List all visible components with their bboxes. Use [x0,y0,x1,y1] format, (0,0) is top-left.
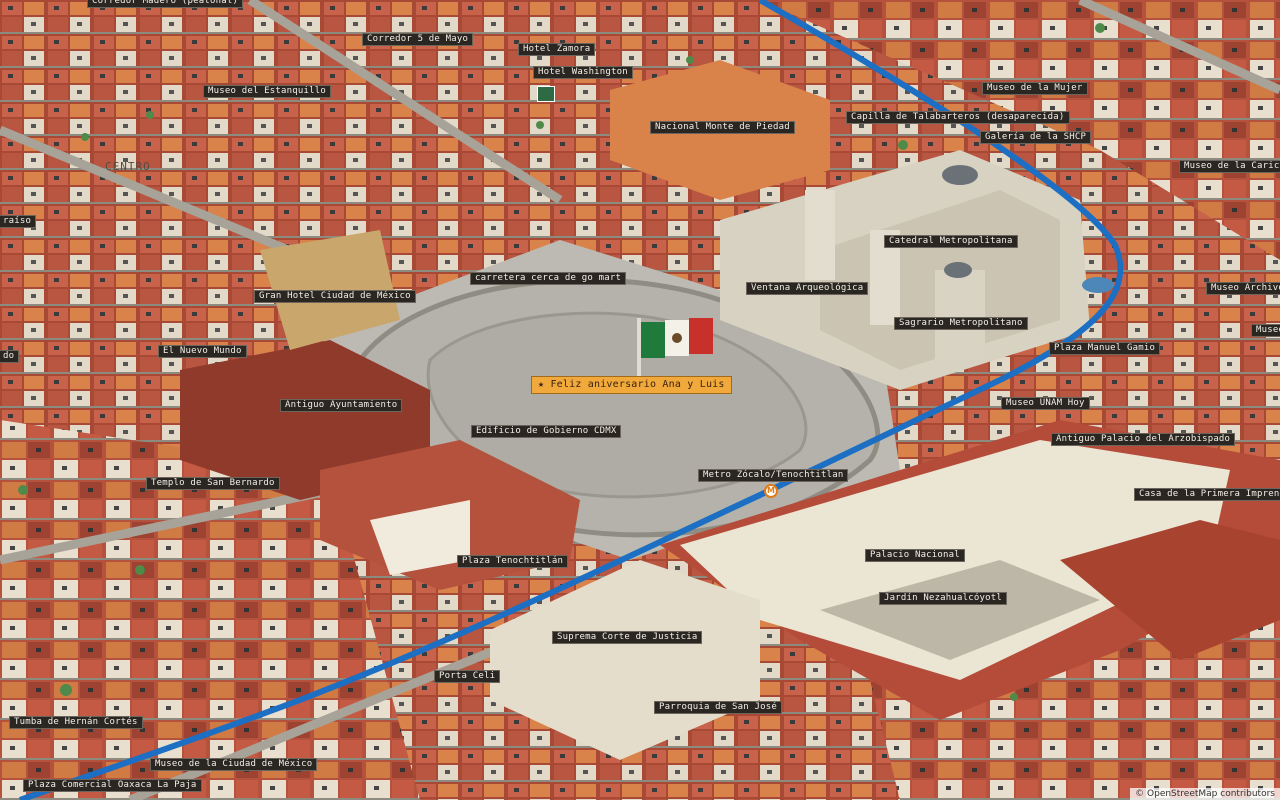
poi-label[interactable]: Nacional Monte de Piedad [650,121,795,134]
district-label: CENTRO [105,160,151,173]
poi-label[interactable]: Templo de San Bernardo [146,477,280,490]
poi-label[interactable]: Plaza Comercial Oaxaca La Paja [23,779,202,792]
poi-label[interactable]: Antiguo Ayuntamiento [280,399,403,412]
poi-label[interactable]: Parroquia de San José [654,701,782,714]
poi-label[interactable]: Tumba de Hernán Cortés [9,716,143,729]
poi-label[interactable]: Edificio de Gobierno CDMX [471,425,622,438]
poi-label[interactable]: Capilla de Talabarteros (desaparecida) [846,111,1070,124]
poi-label[interactable]: Antiguo Palacio del Arzobispado [1051,433,1236,446]
poi-label[interactable]: Museo UNAM Hoy [1001,397,1090,410]
poi-label[interactable]: Palacio Nacional [865,549,965,562]
poi-label[interactable]: Museo [1251,324,1280,337]
metro-icon[interactable]: M [764,484,778,498]
poi-label[interactable]: Plaza Tenochtitlán [457,555,569,568]
poi-label[interactable]: Museo Archivo [1206,282,1280,295]
poi-label[interactable]: Museo de la Mujer [982,82,1088,95]
poi-label[interactable]: Corredor Madero (peatonal) [87,0,244,8]
poi-label[interactable]: Porta Celi [434,670,501,683]
poi-label[interactable]: Ventana Arqueológica [746,282,869,295]
hotel-icon[interactable] [537,86,555,102]
poi-label[interactable]: Museo del Estanquillo [203,85,331,98]
poi-label[interactable]: Suprema Corte de Justicia [552,631,703,644]
poi-label[interactable]: Jardín Nezahualcóyotl [879,592,1007,605]
poi-label[interactable]: El Nuevo Mundo [158,345,247,358]
map-attribution[interactable]: © OpenStreetMap contributors [1130,788,1280,800]
poi-label[interactable]: Catedral Metropolitana [884,235,1018,248]
poi-label[interactable]: Museo de la Ciudad de México [150,758,318,771]
poi-label[interactable]: Plaza Manuel Gamio [1049,342,1161,355]
poi-label[interactable]: Casa de la Primera Imprent [1134,488,1280,501]
poi-label[interactable]: Metro Zócalo/Tenochtitlan [698,469,849,482]
poi-label[interactable]: Hotel Washington [533,66,633,79]
special-marker-label[interactable]: ★ Feliz aniversario Ana y Luis [531,376,732,394]
poi-label[interactable]: Corredor 5 de Mayo [362,33,474,46]
poi-label[interactable]: Hotel Zamora [518,43,596,56]
poi-label[interactable]: Museo de la Carica [1179,160,1280,173]
poi-label[interactable]: Sagrario Metropolitano [894,317,1028,330]
poi-label[interactable]: Gran Hotel Ciudad de México [254,290,416,303]
poi-label[interactable]: Galería de la SHCP [980,131,1092,144]
poi-label[interactable]: raíso [0,215,37,228]
poi-label[interactable]: do [0,350,20,363]
poi-label[interactable]: carretera cerca de go mart [470,272,627,285]
